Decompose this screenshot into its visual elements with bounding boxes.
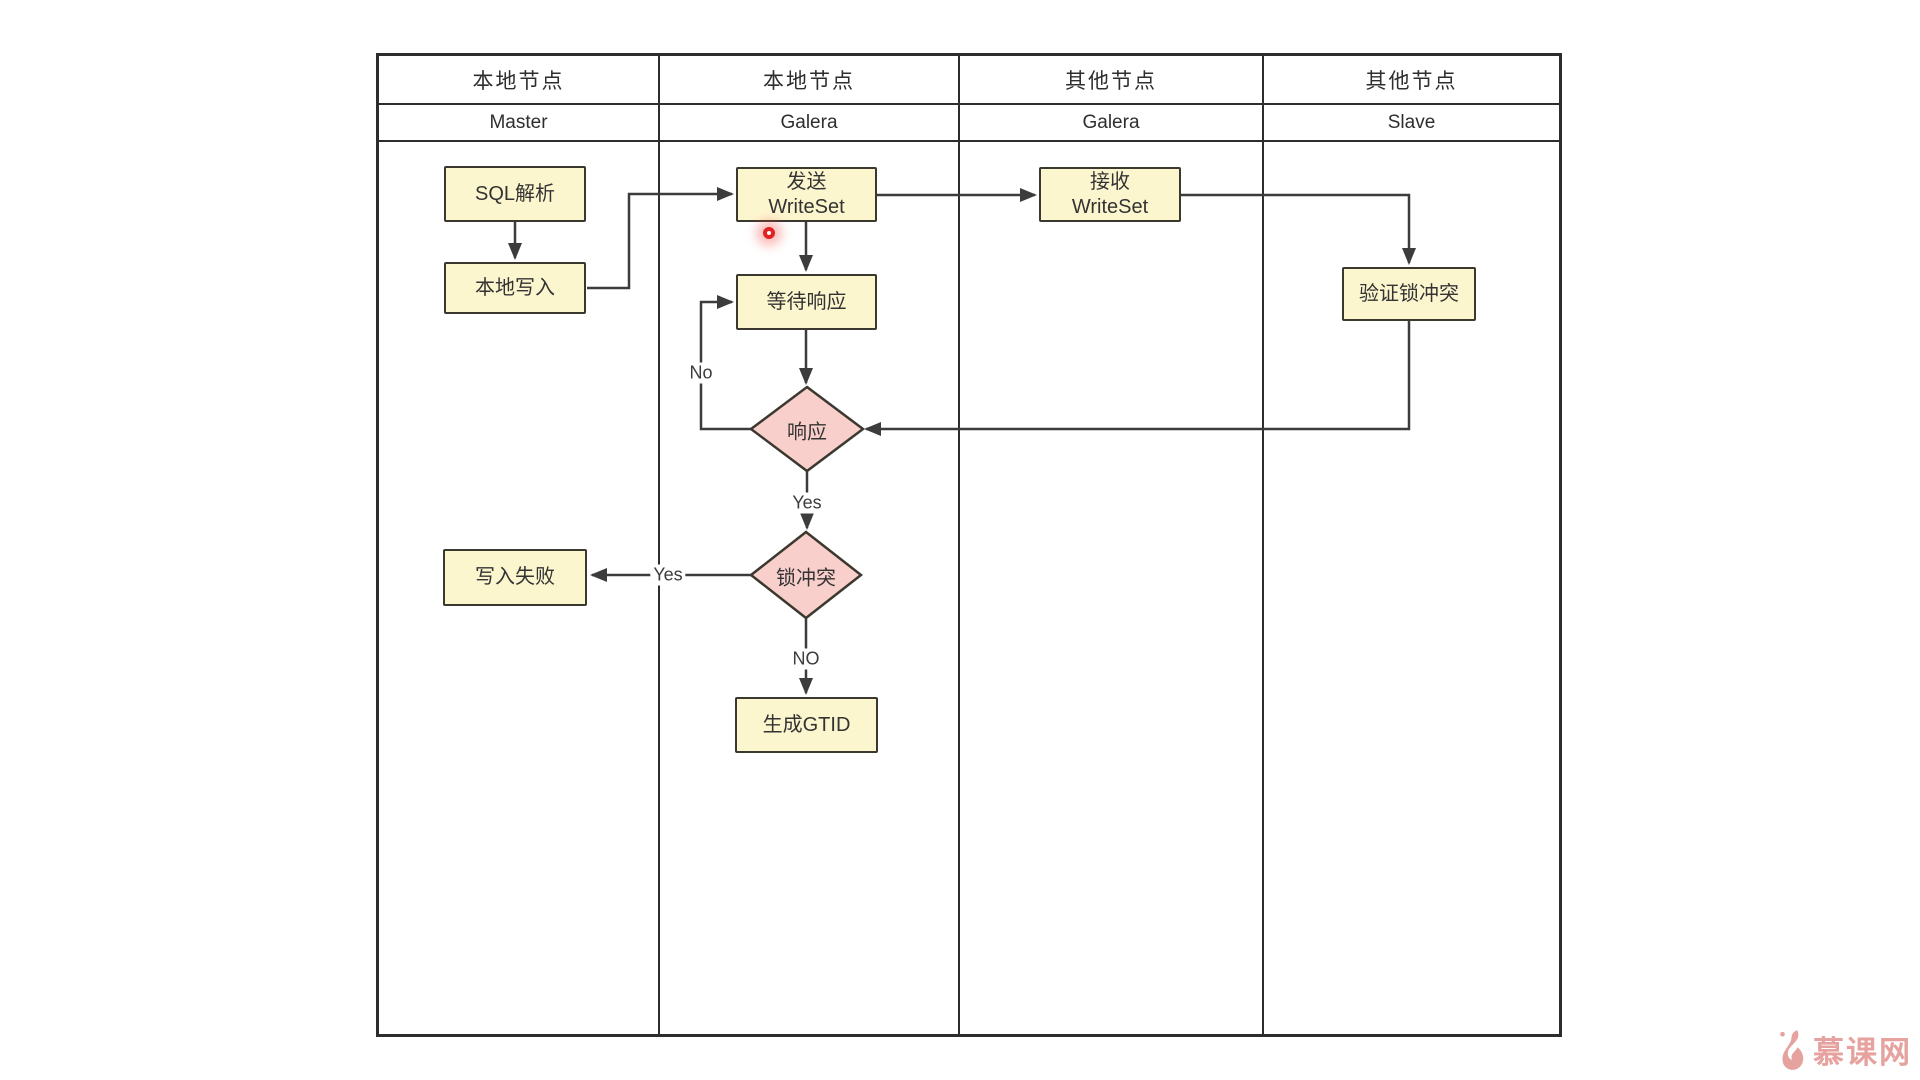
node-send-writeset-line2: WriteSet: [768, 195, 845, 218]
lane-3-type: 其他节点: [960, 56, 1264, 103]
response-diamond-label: 响应: [787, 421, 827, 444]
node-sql-parse: SQL解析: [444, 166, 586, 222]
node-local-write: 本地写入: [444, 262, 586, 314]
lane-2-role: Galera: [660, 105, 960, 140]
lock-conflict-diamond-label: 锁冲突: [776, 567, 836, 590]
lane-2-type: 本地节点: [660, 56, 960, 103]
node-write-fail-label: 写入失败: [475, 566, 555, 588]
node-recv-writeset: 接收 WriteSet: [1039, 167, 1181, 222]
lane-4-role: Slave: [1387, 111, 1436, 133]
lane-4-type: 其他节点: [1365, 69, 1458, 93]
node-wait-response: 等待响应: [736, 274, 877, 330]
lane-1-role: Master: [379, 105, 660, 140]
lock-conflict-diamond: [748, 530, 864, 620]
lane-3-body: [960, 142, 1264, 1034]
node-send-writeset-line1: 发送: [786, 170, 827, 193]
edge-localwrite-sendwriteset: [587, 187, 734, 290]
edge-label-no: No: [686, 362, 716, 384]
edge-label-yes-conflict: Yes: [650, 564, 686, 586]
node-recv-writeset-line2: WriteSet: [1071, 195, 1149, 218]
edge-label-yes-response: Yes: [789, 492, 825, 514]
node-gen-gtid-label: 生成GTID: [762, 713, 851, 736]
flame-icon: [1780, 1029, 1804, 1070]
lane-3-role: Galera: [960, 105, 1264, 140]
lane-1-body: [379, 142, 660, 1034]
imooc-watermark: 慕课网: [1777, 1027, 1912, 1072]
node-recv-writeset-line1: 接收: [1090, 170, 1130, 193]
edge-label-no-conflict: NO: [789, 648, 823, 670]
lane-role-row: Master Galera Galera Slave: [379, 105, 1559, 142]
swimlane-table: 本地节点 本地节点 其他节点 其他节点 Master Galera Galera…: [376, 53, 1562, 1037]
response-diamond: [748, 385, 866, 473]
node-send-writeset: 发送 WriteSet: [736, 167, 877, 222]
edge-verifylock-response: [864, 319, 1411, 436]
lane-body: [379, 142, 1559, 1034]
edge-recvwriteset-verifylock: [1181, 193, 1416, 265]
lane-type-row: 本地节点 本地节点 其他节点 其他节点: [379, 56, 1559, 105]
node-local-write-label: 本地写入: [475, 276, 555, 299]
node-sql-parse-label: SQL解析: [474, 182, 556, 205]
node-gen-gtid: 生成GTID: [735, 697, 878, 753]
node-wait-response-label: 等待响应: [766, 290, 847, 313]
laser-pointer-dot: [763, 227, 775, 239]
node-write-fail: 写入失败: [443, 549, 587, 606]
lane-2-body: [660, 142, 960, 1034]
node-verify-lock: 验证锁冲突: [1342, 267, 1476, 321]
watermark-text: 慕课网: [1813, 1035, 1912, 1070]
node-verify-lock-label: 验证锁冲突: [1359, 282, 1459, 305]
lane-1-type: 本地节点: [379, 56, 660, 103]
